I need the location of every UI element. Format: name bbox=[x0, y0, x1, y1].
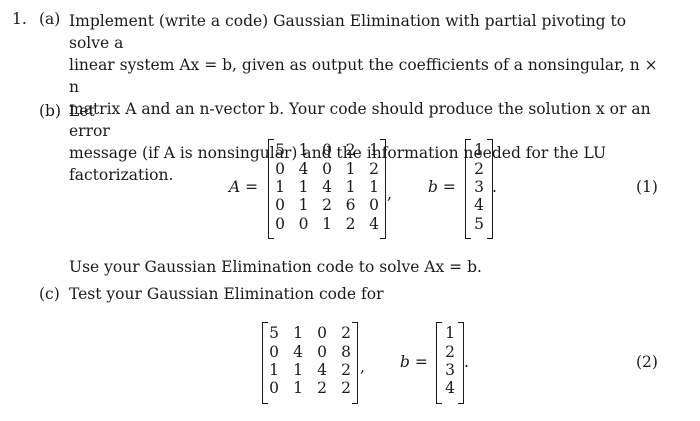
equation-number-1: (1) bbox=[636, 178, 658, 196]
matrix-entry: 1 bbox=[293, 379, 303, 398]
matrix-entry: 0 bbox=[269, 342, 279, 361]
matrix-entry: 2 bbox=[345, 141, 356, 160]
part-a-text: Implement (write a code) Gaussian Elimin… bbox=[69, 10, 669, 186]
part-a-label: (a) bbox=[39, 10, 61, 28]
matrix-entry: 8 bbox=[341, 342, 351, 361]
matrix-entry: 4 bbox=[298, 159, 309, 178]
matrix-entry: 1 bbox=[322, 214, 332, 233]
matrix-entry: 2 bbox=[369, 159, 379, 178]
matrix-entry: 4 bbox=[369, 214, 379, 233]
matrix-entry: 4 bbox=[293, 342, 303, 361]
matrix-entry: 1 bbox=[298, 141, 309, 160]
vector-entry: 1 bbox=[474, 141, 484, 160]
vector-entry: 2 bbox=[474, 159, 484, 178]
matrix-entry: 1 bbox=[293, 360, 303, 379]
part-b-label: (b) bbox=[39, 102, 62, 120]
matrix-entry: 5 bbox=[275, 141, 285, 160]
matrix-entry: 1 bbox=[369, 141, 379, 160]
vector-entry: 3 bbox=[474, 177, 484, 196]
vector-entry: 4 bbox=[445, 379, 455, 398]
matrix-entry: 0 bbox=[275, 196, 285, 215]
vector-c-b-label: b = bbox=[400, 353, 428, 371]
part-b-instruction: Use your Gaussian Elimination code to so… bbox=[69, 258, 482, 276]
matrix-entry: 0 bbox=[322, 141, 332, 160]
part-c-label: (c) bbox=[39, 285, 60, 303]
matrix-entry: 0 bbox=[317, 324, 327, 343]
matrix-entry: 0 bbox=[275, 214, 285, 233]
matrix-entry: 1 bbox=[298, 196, 309, 215]
matrix-entry: 1 bbox=[275, 177, 285, 196]
vector-entry: 1 bbox=[445, 324, 455, 343]
matrix-a-comma: , bbox=[387, 185, 392, 203]
matrix-entry: 2 bbox=[322, 196, 332, 215]
vector-b-period: . bbox=[492, 178, 497, 196]
matrix-entry: 0 bbox=[269, 379, 279, 398]
vector-entry: 2 bbox=[445, 342, 455, 361]
part-a-line-2: linear system Ax = b, given as output th… bbox=[69, 56, 658, 96]
matrix-entry: 1 bbox=[293, 324, 303, 343]
matrix-entry: 0 bbox=[369, 196, 379, 215]
matrix-entry: 4 bbox=[317, 360, 327, 379]
part-a-line-3: matrix A and an n-vector b. Your code sh… bbox=[69, 100, 651, 140]
matrix-entry: 2 bbox=[345, 214, 356, 233]
vector-b-label: b = bbox=[428, 178, 456, 196]
matrix-entry: 0 bbox=[275, 159, 285, 178]
matrix-entry: 4 bbox=[322, 177, 332, 196]
matrix-entry: 2 bbox=[341, 379, 351, 398]
part-a-line-4: message (if A is nonsingular) and the in… bbox=[69, 144, 607, 184]
matrix-entry: 5 bbox=[269, 324, 279, 343]
vector-entry: 4 bbox=[474, 196, 484, 215]
matrix-c-comma: , bbox=[360, 358, 365, 376]
vector-entry: 5 bbox=[474, 214, 484, 233]
matrix-a-label: A = bbox=[229, 178, 259, 196]
matrix-entry: 0 bbox=[298, 214, 309, 233]
part-c-intro: Test your Gaussian Elimination code for bbox=[69, 285, 384, 303]
equation-number-2: (2) bbox=[636, 353, 658, 371]
problem-number: 1. bbox=[12, 10, 27, 28]
matrix-entry: 0 bbox=[322, 159, 332, 178]
vector-c-period: . bbox=[464, 353, 469, 371]
part-b-intro: Let bbox=[69, 102, 95, 120]
matrix-entry: 1 bbox=[269, 360, 279, 379]
part-a-line-1: Implement (write a code) Gaussian Elimin… bbox=[69, 12, 627, 52]
vector-entry: 3 bbox=[445, 360, 455, 379]
matrix-entry: 1 bbox=[298, 177, 309, 196]
matrix-entry: 6 bbox=[345, 196, 356, 215]
matrix-entry: 2 bbox=[317, 379, 327, 398]
matrix-entry: 1 bbox=[345, 159, 356, 178]
matrix-entry: 1 bbox=[369, 177, 379, 196]
matrix-entry: 2 bbox=[341, 360, 351, 379]
matrix-entry: 1 bbox=[345, 177, 356, 196]
matrix-entry: 2 bbox=[341, 324, 351, 343]
matrix-entry: 0 bbox=[317, 342, 327, 361]
